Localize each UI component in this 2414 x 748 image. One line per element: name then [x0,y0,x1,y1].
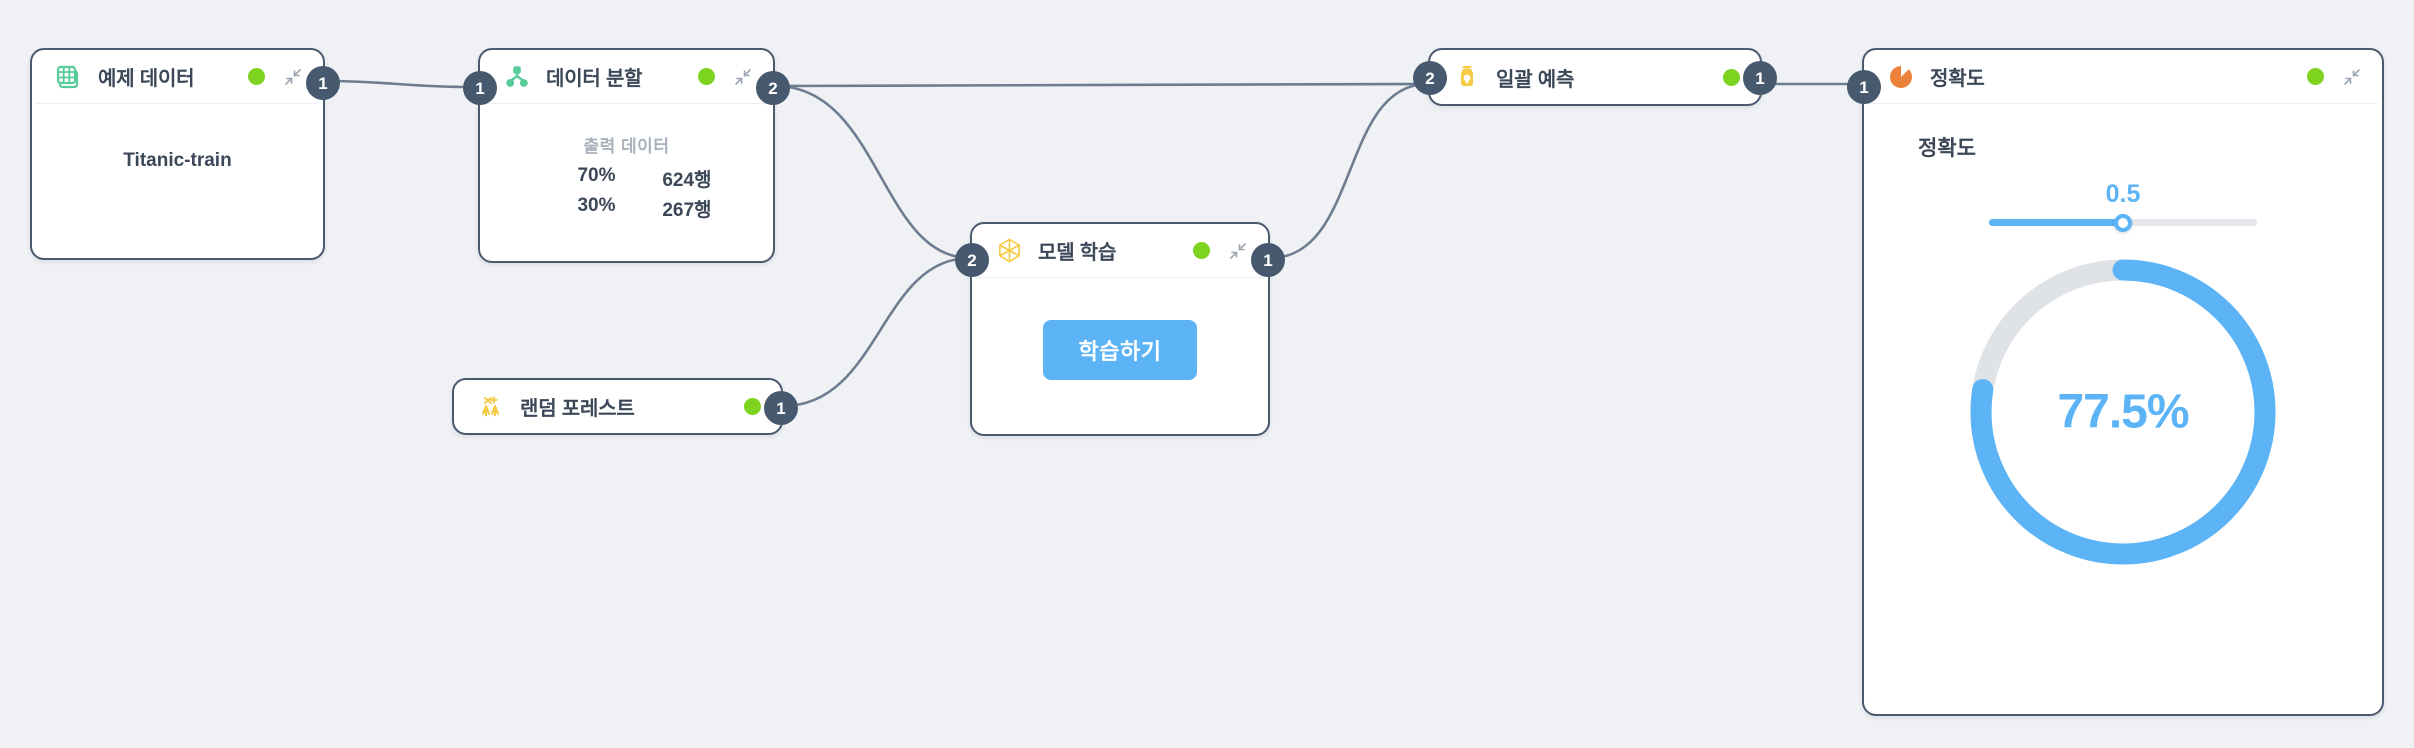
split-percent: 30% [577,195,616,216]
node-body: 학습하기 [972,320,1268,380]
accuracy-subtitle: 정확도 [1918,137,1976,160]
output-port-2[interactable]: 2 [756,71,790,105]
output-port-1[interactable]: 1 [764,391,798,425]
slider-fill [1989,219,2123,226]
output-port-1[interactable]: 1 [1743,61,1777,95]
node-title-label: 일괄 예측 [1496,68,1575,91]
collapse-icon[interactable] [733,67,753,87]
node-header: 모델 학습 [976,224,1264,278]
node-header: 예제 데이터 [36,50,319,104]
node-title-label: 정확도 [1930,68,1985,90]
node-title-label: 랜덤 포레스트 [520,398,635,420]
node-title-label: 예제 데이터 [98,68,195,90]
node-body: 정확도 0.5 77.5% [1864,132,2382,572]
edge-split-to-predict [773,82,1430,88]
slider-thumb[interactable] [2114,213,2132,232]
edge-dataset-to-split [323,79,472,89]
threshold-slider[interactable] [1989,213,2257,232]
input-port-1[interactable]: 1 [1847,70,1881,104]
table-grid-icon [54,62,84,92]
status-indicator-dot [2307,68,2324,85]
node-batch-prediction[interactable]: 일괄 예측 2 1 [1413,48,1777,106]
output-port-1[interactable]: 1 [306,66,340,100]
split-percent: 70% [577,165,616,186]
status-indicator-dot [248,68,265,85]
status-indicator-dot [698,68,715,85]
collapse-icon[interactable] [1228,241,1248,261]
node-accuracy[interactable]: 정확도 정확도 0.5 [1847,48,2384,716]
node-header: 랜덤 포레스트 [454,380,781,433]
gauge-ring [1970,259,2276,565]
accuracy-gauge: 77.5% [1882,252,2364,572]
node-body: Titanic-train [32,150,323,172]
forest-icon [476,392,506,422]
node-header: 정확도 [1868,50,2378,104]
input-port-1[interactable]: 1 [463,71,497,105]
split-row: 70% 624행 [542,165,712,192]
node-model-training[interactable]: 모델 학습 학습하기 2 1 [955,222,1285,436]
split-tree-icon [502,62,532,92]
jar-bulb-icon [1452,62,1482,92]
polyhedron-icon [994,236,1024,266]
pie-chart-icon [1886,62,1916,92]
node-title-label: 모델 학습 [1038,242,1117,264]
edge-forest-to-train [781,256,972,408]
output-port-1[interactable]: 1 [1251,243,1285,277]
input-port-2[interactable]: 2 [955,243,989,277]
node-title-label: 데이터 분할 [546,68,643,90]
edge-split-to-train [773,84,972,260]
split-row: 30% 267행 [542,195,712,222]
status-indicator-dot [744,398,761,415]
dataset-name-label: Titanic-train [123,150,232,171]
node-body: 출력 데이터 70% 624행 30% 267행 [480,132,773,222]
input-port-2[interactable]: 2 [1413,61,1447,95]
split-output-caption: 출력 데이터 [583,137,670,156]
edge-train-to-predict [1268,82,1430,260]
collapse-icon[interactable] [283,67,303,87]
threshold-value-label: 0.5 [2105,180,2141,208]
split-row-count: 624행 [662,170,712,191]
node-data-split[interactable]: 데이터 분할 출력 데이터 70% 624행 30% [463,48,790,263]
split-rows-list: 70% 624행 30% 267행 [498,165,755,222]
node-random-forest[interactable]: 랜덤 포레스트 1 [452,378,798,435]
split-row-count: 267행 [662,200,712,221]
status-indicator-dot [1723,68,1740,86]
node-header: 일괄 예측 [1430,50,1760,104]
status-indicator-dot [1193,242,1210,259]
gauge-value-label: 77.5% [2057,385,2189,439]
train-button[interactable]: 학습하기 [1042,320,1198,380]
node-header: 데이터 분할 [484,50,769,104]
node-example-dataset[interactable]: 예제 데이터 Titanic-train 1 [30,48,340,260]
collapse-icon[interactable] [2342,67,2362,87]
threshold-slider-block: 0.5 [1989,180,2257,232]
